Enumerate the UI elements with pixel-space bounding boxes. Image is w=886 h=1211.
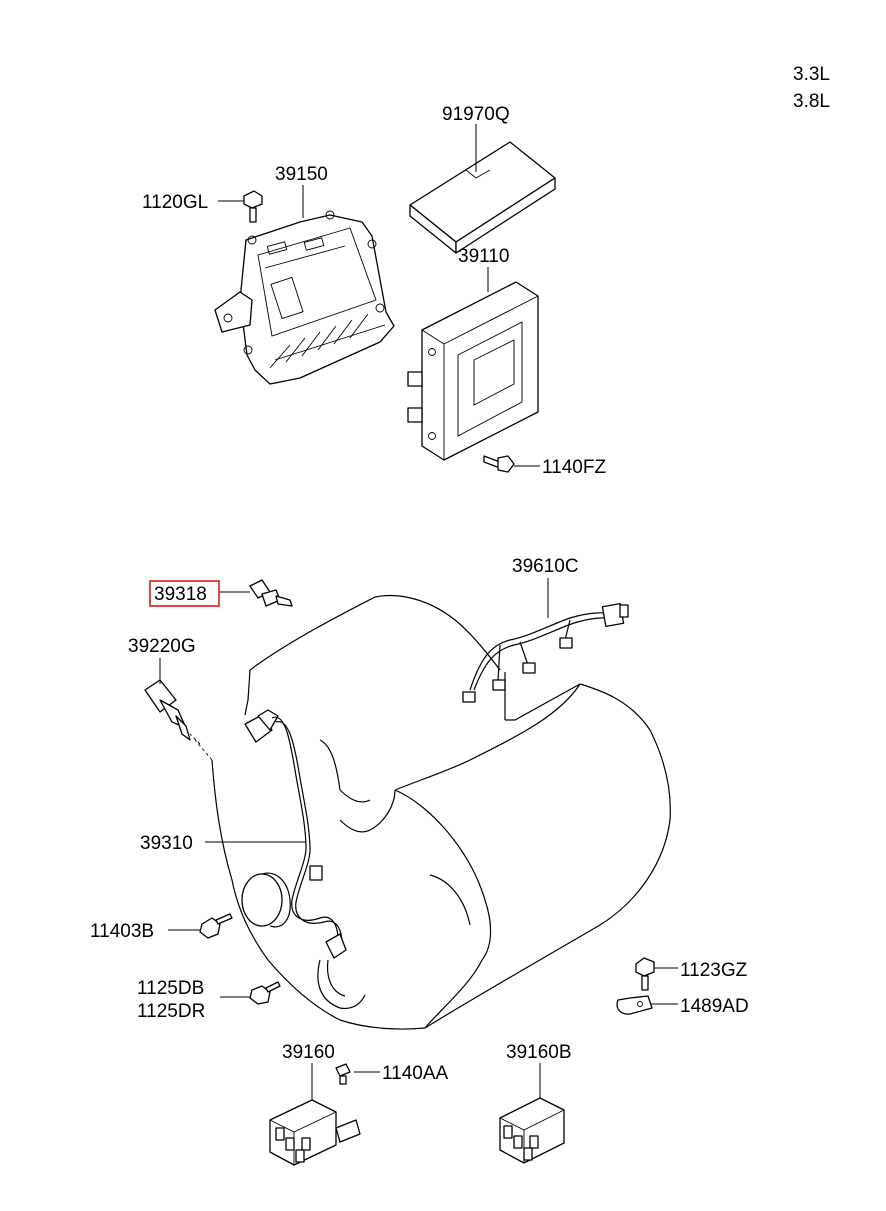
relay-39160B[interactable] [499,1097,565,1164]
clip-1489AD[interactable] [616,995,653,1015]
bolt-1120GL[interactable] [243,190,263,223]
label-39110: 39110 [458,246,509,267]
engine-variant-2: 3.8L [793,91,830,112]
label-1140FZ: 1140FZ [542,457,606,478]
sensor-39220G[interactable] [144,679,191,741]
bolt-1123GZ[interactable] [635,957,655,991]
ecu-bracket-part[interactable] [214,210,395,385]
bolt-1140AA[interactable] [335,1063,351,1085]
bolt-1125DB-1125DR[interactable] [249,981,281,1005]
engine-outline [189,594,671,1030]
wiring-harness-39610C[interactable] [462,602,629,703]
ecu-module-part[interactable] [407,281,539,461]
label-39310: 39310 [140,833,193,854]
sensor-harness-39310[interactable] [244,709,347,959]
label-11403B: 11403B [90,921,154,942]
label-1123GZ: 1123GZ [680,960,748,981]
highlight-box-39318 [149,580,220,607]
label-1489AD: 1489AD [680,996,749,1017]
engine-variant-1: 3.3L [793,64,830,85]
bolt-11403B[interactable] [199,913,233,939]
sensor-39318[interactable] [249,579,293,607]
label-39220G: 39220G [128,636,196,657]
label-1125DR: 1125DR [137,1001,205,1022]
label-39318[interactable]: 39318 [154,584,207,605]
label-39610C: 39610C [512,556,579,577]
label-91970Q: 91970Q [442,104,510,125]
label-39160: 39160 [282,1042,335,1063]
label-39160B: 39160B [506,1042,572,1063]
label-39150: 39150 [275,164,328,185]
label-1125DB: 1125DB [137,978,204,999]
label-1140AA: 1140AA [382,1063,449,1084]
label-1120GL: 1120GL [142,192,208,213]
ecu-cover-part[interactable] [409,141,556,254]
bolt-1140FZ[interactable] [483,455,515,473]
relay-39160[interactable] [269,1099,361,1166]
